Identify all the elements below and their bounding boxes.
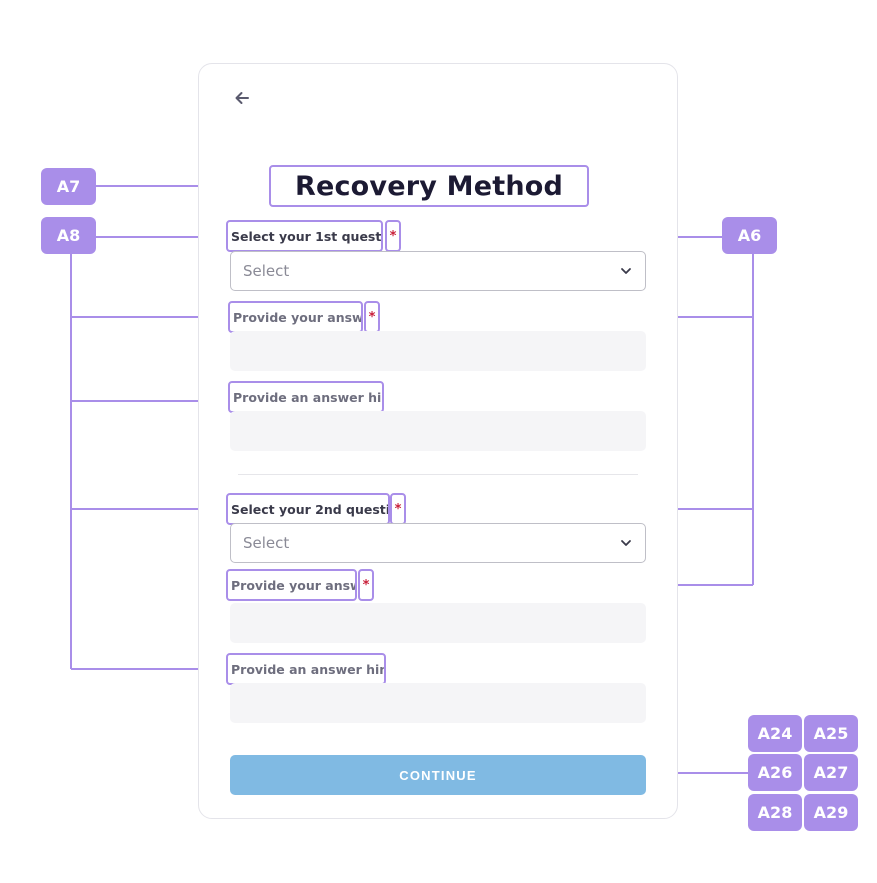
- question-2-select[interactable]: Select: [230, 523, 646, 563]
- hint-2-input[interactable]: [230, 683, 646, 723]
- annotation-badge-a8: A8: [41, 217, 96, 254]
- chevron-down-icon: [621, 540, 631, 546]
- annotation-badge-a6: A6: [722, 217, 777, 254]
- page-title: Recovery Method: [294, 170, 564, 202]
- annotation-badge-a7: A7: [41, 168, 96, 205]
- hint-1-input[interactable]: [230, 411, 646, 451]
- section-divider: [238, 474, 638, 475]
- required-asterisk: *: [364, 301, 380, 333]
- required-asterisk: *: [390, 493, 406, 525]
- page-title-highlight: Recovery Method: [269, 165, 589, 207]
- annotation-badge-a28: A28: [748, 794, 802, 831]
- hint-1-label: Provide an answer hint: [228, 381, 384, 413]
- answer-2-label: Provide your answer: [226, 569, 357, 601]
- question-1-select-value: Select: [243, 262, 290, 280]
- question-1-select[interactable]: Select: [230, 251, 646, 291]
- continue-button[interactable]: CONTINUE: [230, 755, 646, 795]
- annotation-badge-a24: A24: [748, 715, 802, 752]
- required-asterisk: *: [358, 569, 374, 601]
- hint-2-label: Provide an answer hint: [226, 653, 386, 685]
- question-2-label: Select your 2nd question: [226, 493, 390, 525]
- back-arrow-icon[interactable]: [233, 89, 251, 107]
- chevron-down-icon: [621, 268, 631, 274]
- required-asterisk: *: [385, 220, 401, 252]
- question-2-select-value: Select: [243, 534, 290, 552]
- annotation-badge-a25: A25: [804, 715, 858, 752]
- question-1-label: Select your 1st question: [226, 220, 383, 252]
- annotation-badge-a27: A27: [804, 754, 858, 791]
- answer-2-input[interactable]: [230, 603, 646, 643]
- answer-1-input[interactable]: [230, 331, 646, 371]
- answer-1-label: Provide your answer: [228, 301, 363, 333]
- annotation-badge-a26: A26: [748, 754, 802, 791]
- annotation-badge-a29: A29: [804, 794, 858, 831]
